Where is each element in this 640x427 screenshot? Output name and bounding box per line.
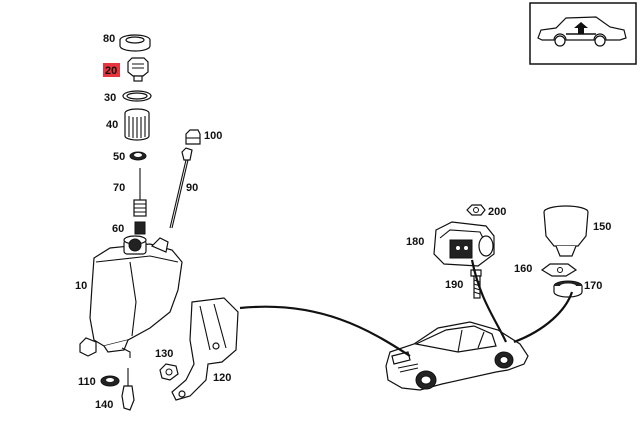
part-10-reservoir[interactable] [79, 235, 183, 358]
label-130[interactable]: 130 [155, 348, 173, 360]
label-200[interactable]: 200 [488, 206, 506, 218]
part-130-nut[interactable] [159, 363, 179, 381]
vehicle-illustration [385, 321, 529, 391]
part-100-cap[interactable] [185, 129, 201, 145]
label-140[interactable]: 140 [95, 399, 113, 411]
label-30[interactable]: 30 [104, 92, 116, 104]
label-120[interactable]: 120 [213, 372, 231, 384]
label-80[interactable]: 80 [103, 33, 115, 45]
part-180-valve-block[interactable] [433, 221, 495, 267]
part-150-sphere[interactable] [543, 205, 589, 257]
part-50-grommet[interactable] [129, 151, 147, 161]
part-120-bracket[interactable] [171, 297, 239, 401]
label-60[interactable]: 60 [112, 223, 124, 235]
part-160-mount[interactable] [540, 263, 578, 277]
label-70[interactable]: 70 [113, 182, 125, 194]
part-80-cap-ring[interactable] [119, 34, 151, 52]
label-190[interactable]: 190 [445, 279, 463, 291]
label-160[interactable]: 160 [514, 263, 532, 275]
label-150[interactable]: 150 [593, 221, 611, 233]
car-location-icon [537, 16, 627, 47]
part-110-grommet[interactable] [100, 375, 120, 387]
label-50[interactable]: 50 [113, 151, 125, 163]
highlight-box-20 [103, 63, 120, 77]
label-100[interactable]: 100 [204, 130, 222, 142]
part-200-nut[interactable] [466, 204, 486, 216]
label-170[interactable]: 170 [584, 280, 602, 292]
part-30-seal-ring[interactable] [122, 90, 152, 102]
part-140-connector[interactable] [121, 368, 135, 411]
part-60-plug[interactable] [134, 221, 146, 235]
label-180[interactable]: 180 [406, 236, 424, 248]
label-90[interactable]: 90 [186, 182, 198, 194]
part-20-cap[interactable] [127, 57, 149, 82]
inset-car-view [529, 2, 637, 65]
label-40[interactable]: 40 [106, 119, 118, 131]
label-110[interactable]: 110 [78, 376, 96, 388]
part-40-filter[interactable] [124, 108, 150, 141]
part-170-ring[interactable] [553, 280, 583, 298]
leader-lines [239, 259, 574, 357]
part-labels: 80 20 30 40 50 70 60 10 100 90 110 140 1… [75, 33, 611, 411]
label-20[interactable]: 20 [105, 65, 117, 77]
label-10[interactable]: 10 [75, 280, 87, 292]
part-90-rod[interactable] [169, 147, 193, 229]
part-70-sensor[interactable] [133, 168, 147, 217]
